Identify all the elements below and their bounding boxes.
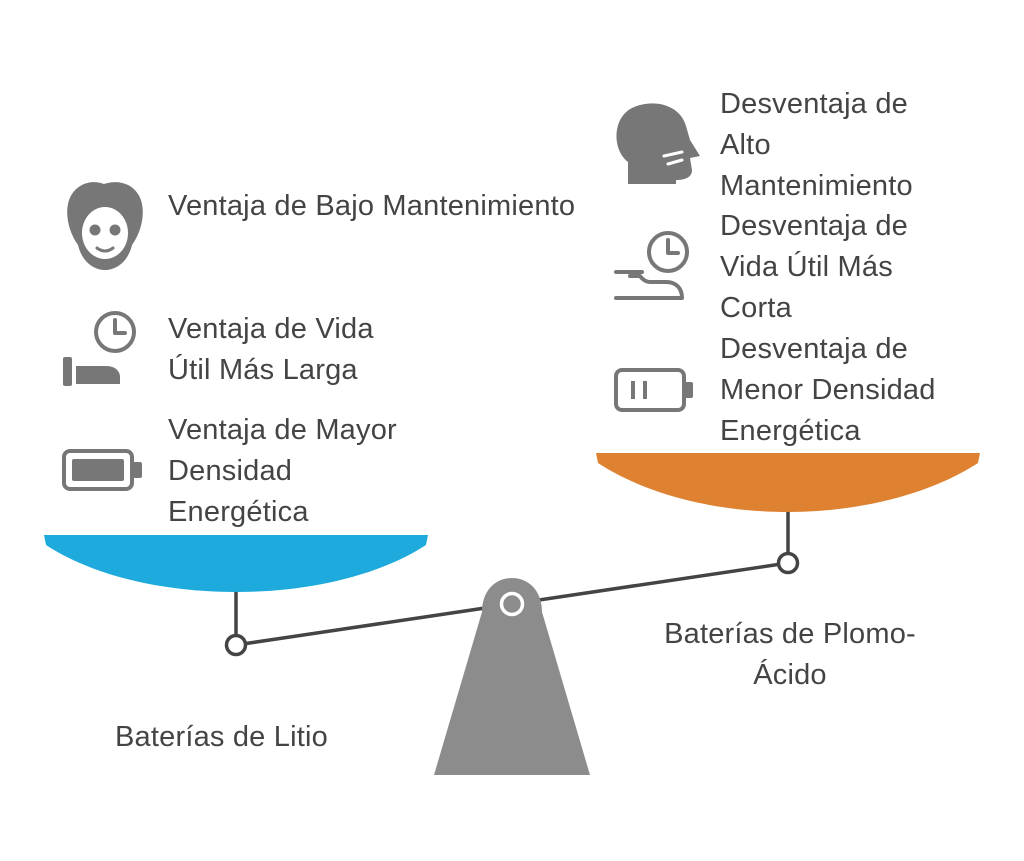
right-side-title: Baterías de Plomo-Ácido xyxy=(664,618,916,691)
left-pan xyxy=(44,535,428,592)
left-pivot xyxy=(224,633,248,657)
fulcrum-pin xyxy=(499,591,525,617)
right-item-label-shorter-life: Desventaja de Vida Útil Más Corta xyxy=(720,210,908,324)
right-item-label-high-maintenance: Desventaja de Alto Mantenimiento xyxy=(720,88,913,202)
right-item-label-lower-density: Desventaja de Menor Densidad Energética xyxy=(720,333,936,447)
smiling-face-spa-icon xyxy=(67,182,143,270)
full-battery-icon xyxy=(62,449,142,491)
left-item-label-longer-life: Ventaja de Vida Útil Más Larga xyxy=(168,313,374,386)
fulcrum xyxy=(434,578,590,775)
left-item-label-low-maintenance: Ventaja de Bajo Mantenimiento xyxy=(168,190,576,222)
right-pan xyxy=(596,453,980,512)
hand-clock-icon xyxy=(614,231,689,300)
frustrated-head-icon xyxy=(616,103,700,184)
left-side-title: Baterías de Litio xyxy=(115,721,328,753)
hand-clock-icon xyxy=(63,311,136,386)
left-item-label-higher-density: Ventaja de Mayor Densidad Energética xyxy=(168,414,397,528)
low-battery-icon xyxy=(614,368,693,412)
right-pivot xyxy=(776,551,800,575)
